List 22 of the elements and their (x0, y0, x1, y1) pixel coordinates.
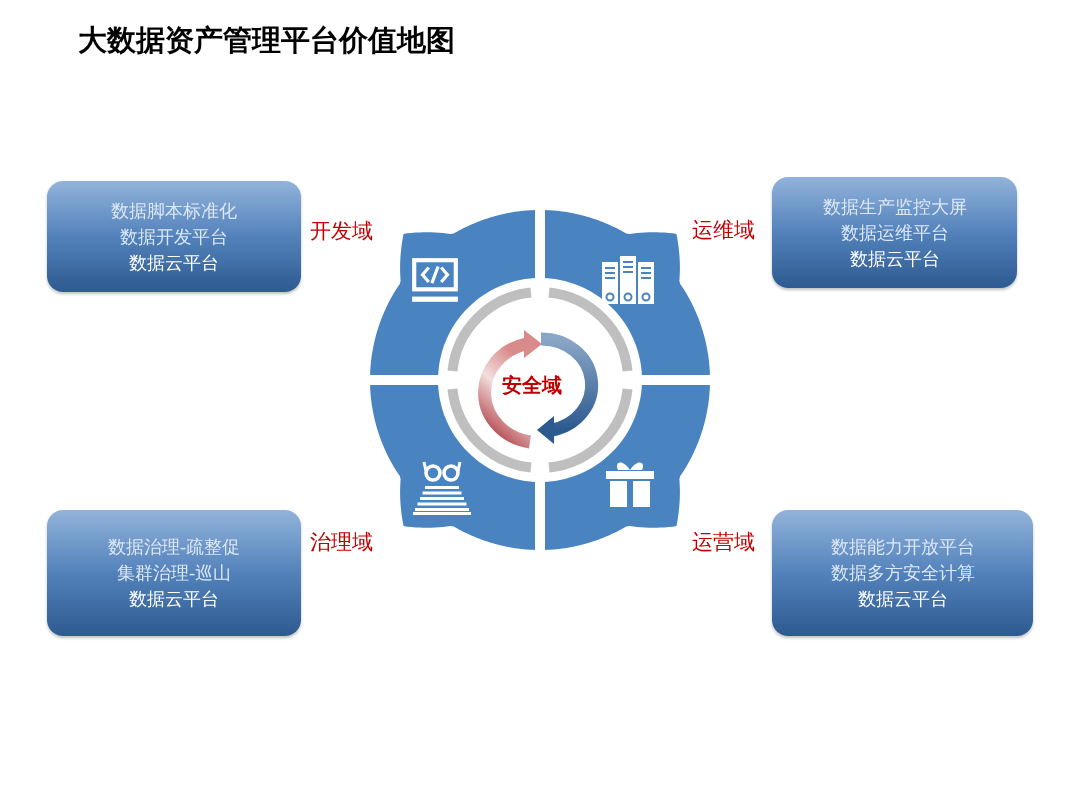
domain-label: 开发域 (310, 218, 373, 245)
info-box (47, 510, 301, 636)
box-text: 数据脚本标准化 (111, 198, 237, 223)
box-text: 数据云平台 (857, 587, 948, 611)
info-box (772, 177, 1017, 288)
box-text: 集群治理-巡山 (116, 561, 232, 585)
title: 大数据资产管理平台价值地图 (78, 22, 455, 59)
box-text: 数据治理-疏整促 (107, 535, 241, 559)
domain-label: 运营域 (692, 529, 755, 556)
center-label: 安全域 (502, 372, 562, 399)
domain-label: 运维域 (692, 217, 755, 244)
box-text: 数据开发平台 (120, 224, 228, 249)
box-text: 数据云平台 (129, 250, 219, 275)
info-box (772, 510, 1033, 636)
info-box (47, 181, 301, 292)
box-text: 数据能力开放平台 (830, 535, 975, 559)
box-text: 数据多方安全计算 (830, 561, 975, 585)
box-text: 数据运维平台 (840, 220, 949, 245)
box-text: 数据云平台 (849, 246, 940, 271)
domain-label: 治理域 (310, 529, 373, 556)
box-text: 数据生产监控大屏 (822, 194, 967, 219)
box-text: 数据云平台 (129, 587, 219, 611)
